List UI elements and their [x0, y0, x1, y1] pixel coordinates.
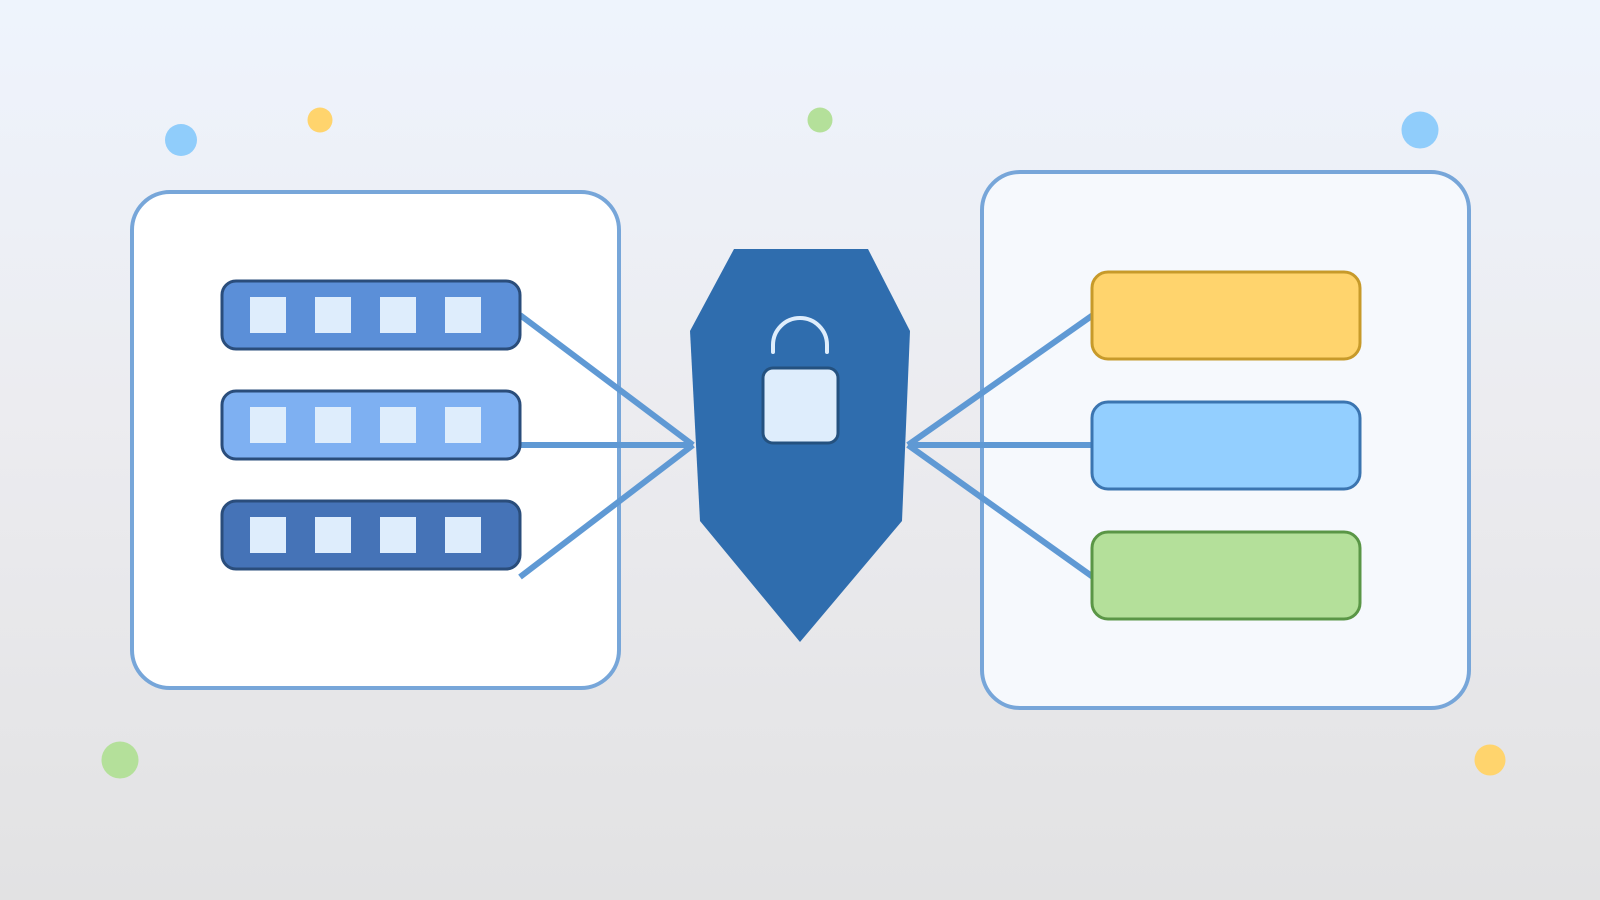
dot-blue-top-left: [165, 124, 197, 156]
connector-server-1: [518, 312, 695, 448]
server-slot: [315, 517, 351, 553]
connector-server-3: [518, 442, 695, 580]
shield-icon: [690, 249, 910, 642]
server-slot: [250, 297, 286, 333]
server-slot: [380, 517, 416, 553]
block-green: [1090, 530, 1362, 621]
server-1: [220, 279, 522, 351]
server-slot: [315, 297, 351, 333]
server-3: [220, 499, 522, 571]
server-slot: [445, 517, 481, 553]
dot-yellow-bottom-right: [1474, 744, 1506, 776]
server-stack: [220, 279, 522, 571]
block-yellow: [1090, 270, 1362, 361]
server-slot: [445, 297, 481, 333]
server-slot: [445, 407, 481, 443]
server-slot: [380, 407, 416, 443]
dot-blue-top-right: [1401, 111, 1439, 149]
dot-yellow-top-left: [307, 107, 333, 133]
server-2: [220, 389, 522, 461]
block-blue: [1090, 400, 1362, 491]
lock-shackle-icon: [771, 316, 829, 354]
lock-body-icon: [761, 366, 840, 445]
connector-lines: [518, 312, 1095, 580]
shield-lock-icon: [690, 249, 910, 642]
server-slot: [250, 407, 286, 443]
connector-block-yellow: [906, 312, 1095, 448]
dot-green-top-center: [807, 107, 833, 133]
server-slot: [315, 407, 351, 443]
resource-blocks: [1090, 270, 1362, 621]
connector-block-green: [906, 442, 1095, 580]
decorative-dots: [101, 107, 1506, 779]
dot-green-bottom-left: [101, 741, 139, 779]
server-slot: [380, 297, 416, 333]
server-slot: [250, 517, 286, 553]
